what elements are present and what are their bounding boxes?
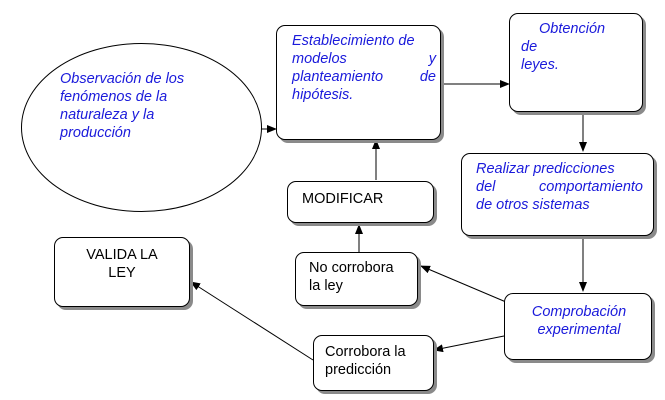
node-no-corrobora-text: No corrobora la ley [309,259,414,295]
establecimiento-line-2-word-a: modelos [292,51,347,67]
realizar-line-3: de otros sistemas [476,197,590,213]
arrow-corrobora-to-valida [190,281,314,361]
comprobacion-line-1: Comprobación [531,304,627,320]
establecimiento-line-2-word-b: y [428,51,436,67]
comprobacion-line-2: experimental [537,322,621,338]
realizar-line-1: Realizar predicciones [476,161,615,177]
node-valida-text: VALIDA LA LEY [59,246,185,282]
node-corrobora-text: Corrobora la predicción [325,343,430,379]
node-valida [54,237,190,307]
obtencion-line-2: de [521,39,538,55]
node-modificar-text: MODIFICAR [302,191,384,207]
no-corrobora-line-2: la ley [309,278,343,294]
realizar-line-2-word-a: del [476,179,496,195]
node-obtencion-text: Obtención de leyes. [521,20,636,74]
establecimiento-line-4: hipótesis. [292,87,354,103]
node-modificar [287,181,434,223]
establecimiento-line-3-word-b: de [419,69,436,85]
node-corrobora [313,335,434,391]
corrobora-line-2: predicción [325,362,392,378]
node-comprobacion [504,293,652,360]
node-observacion [21,43,262,212]
node-establecimiento-text: Establecimiento de modelos y planteamien… [292,32,436,104]
node-obtencion [509,13,643,112]
valida-line-1: VALIDA LA [86,247,158,263]
obtencion-line-3: leyes. [521,57,559,73]
arrow-comprobacion-to-no-corrobora [420,265,507,303]
valida-line-2: LEY [108,265,136,281]
node-observacion-text: Observación de los fenómenos de la natur… [60,71,185,141]
arrow-comprobacion-to-corrobora [433,335,505,353]
node-realizar [461,153,654,236]
node-establecimiento [276,25,441,140]
node-comprobacion-text: Comprobación experimental [508,303,650,339]
no-corrobora-line-1: No corrobora [309,260,394,276]
node-realizar-text: Realizar predicciones del comportamiento… [476,160,643,214]
establecimiento-line-3: planteamiento de [292,68,436,86]
realizar-line-2-word-b: comportamiento [539,179,643,195]
realizar-line-2: del comportamiento [476,178,643,196]
obtencion-line-1: Obtención [539,21,606,37]
establecimiento-line-1: Establecimiento de [292,33,415,49]
node-no-corrobora [295,252,418,306]
establecimiento-line-3-word-a: planteamiento [292,69,384,85]
establecimiento-line-2: modelos y [292,50,436,68]
corrobora-line-1: Corrobora la [325,344,406,360]
